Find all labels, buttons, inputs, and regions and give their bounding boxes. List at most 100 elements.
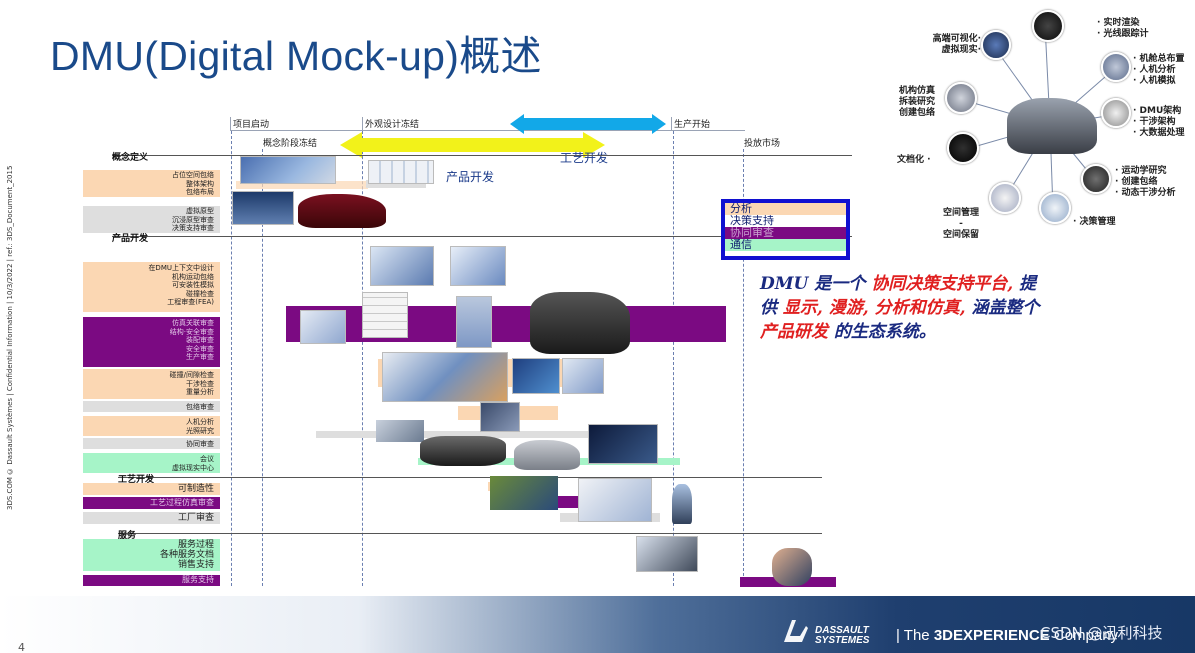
weight-screen-image <box>562 358 604 394</box>
row-block: 工艺过程仿真审查 <box>83 497 220 509</box>
footer-tagline: | The 3DEXPERIENCE Company <box>896 627 1119 644</box>
milestone-styling-freeze: 外观设计冻结 <box>365 120 420 130</box>
car-xray-image <box>530 292 630 354</box>
service-doc-image <box>636 536 698 572</box>
timeline-bar <box>286 306 726 342</box>
product-dev-label: 产品开发 <box>446 170 495 184</box>
category-concept: 概念定义 <box>112 153 149 163</box>
checklist-image <box>362 292 408 338</box>
ds-logo-icon <box>782 618 810 644</box>
row-block: 在DMU上下文中设计机构运动包络可安装性模拟碰撞检查工程审查(FEA) <box>83 262 220 312</box>
seats-image <box>420 436 506 466</box>
timeline-bar <box>316 431 606 438</box>
milestone-production-start: 生产开始 <box>674 120 711 130</box>
legend-collab: 协同审查 <box>725 227 846 239</box>
ergonomics-image <box>480 402 520 432</box>
category-line <box>112 236 852 237</box>
row-block: 虚拟原型沉浸原型审查决策支持审查 <box>83 206 220 233</box>
hub-node-visualization <box>981 30 1011 60</box>
csdn-watermark: CSDN @迅利科技 <box>1040 624 1163 642</box>
hub-node-decision <box>1039 192 1071 224</box>
hub-node-rendering <box>1032 10 1064 42</box>
axis-tick <box>230 117 231 130</box>
hub-label-cabin: · 机舱总布置· 人机分析· 人机模拟 <box>1133 54 1185 86</box>
process-sim-image <box>578 478 652 522</box>
dmu-hub-diagram: 高端可视化·虚拟现实· · 实时渲染· 光线跟踪计 · 机舱总布置· 人机分析·… <box>895 0 1195 240</box>
timeline-bar <box>366 180 426 188</box>
milestone-line <box>743 149 744 586</box>
category-line <box>118 477 822 478</box>
plant-layout-image <box>490 476 558 510</box>
row-block: 工厂审查 <box>83 512 220 524</box>
hub-label-kinematics: · 运动学研究· 创建包络· 动态干涉分析 <box>1115 166 1176 198</box>
page-title: DMU(Digital Mock-up)概述 <box>50 33 542 79</box>
category-line <box>112 155 852 156</box>
timeline-axis <box>230 130 745 131</box>
design-screen-image <box>370 246 434 286</box>
hub-label-rendering: · 实时渲染· 光线跟踪计 <box>1097 18 1149 39</box>
category-process: 工艺开发 <box>118 475 155 485</box>
hub-center-car <box>1007 98 1097 154</box>
parts-tree-image <box>456 296 492 348</box>
van-render-image <box>514 440 580 470</box>
dmu-definition-quote: DMU 是一个 协同决策支持平台, 提供 显示, 漫游, 分析和仿真, 涵盖整个… <box>760 274 1040 342</box>
milestone-concept-freeze: 概念阶段冻结 <box>263 139 318 149</box>
milestone-line <box>673 131 674 586</box>
layout-table-image <box>368 160 434 184</box>
milestone-project-start: 项目启动 <box>233 120 270 130</box>
hub-node-cabin <box>1101 52 1131 82</box>
hub-label-visualization: 高端可视化·虚拟现实· <box>932 34 981 55</box>
legend-communication: 通信 <box>725 239 846 251</box>
legend-decision: 决策支持 <box>725 215 846 227</box>
hub-node-space <box>989 182 1021 214</box>
row-block: 可制造性 <box>83 483 220 495</box>
row-block: 包络审查 <box>83 401 220 412</box>
legend-box: 分析 决策支持 协同审查 通信 <box>721 199 850 260</box>
milestone-line <box>362 131 363 586</box>
page-number: 4 <box>18 641 25 653</box>
car-render-image <box>298 194 386 228</box>
product-dev-arrow <box>340 132 605 158</box>
footer-banner <box>0 596 1195 653</box>
hub-label-decision: · 决策管理 <box>1073 217 1116 227</box>
row-block: 协同审查 <box>83 438 220 449</box>
part-screen-image <box>450 246 506 286</box>
mechanic-image <box>772 548 812 586</box>
axis-tick <box>362 117 363 130</box>
worker-image <box>672 484 692 524</box>
row-block: 服务过程各种服务文档销售支持 <box>83 539 220 571</box>
clash-screen-image <box>512 358 560 394</box>
timeline-bar <box>236 181 368 189</box>
row-block: 碰撞/间隙检查干涉检查重量分析 <box>83 369 220 399</box>
category-product: 产品开发 <box>112 234 149 244</box>
vr-room-image <box>232 191 294 225</box>
axis-tick <box>671 117 672 130</box>
row-block: 仿真关联审查结构·安全审查装配审查安全审查生产审查 <box>83 317 220 367</box>
milestone-line <box>231 131 232 586</box>
hub-label-mechanism: 机构仿真拆装研究创建包络 <box>899 86 936 118</box>
process-dev-label: 工艺开发 <box>560 151 609 165</box>
engine-assembly-image <box>382 352 508 402</box>
hub-node-documentation <box>947 132 979 164</box>
process-dev-arrow <box>510 114 666 134</box>
milestone-market-launch: 投放市场 <box>744 139 781 149</box>
row-block: 人机分析光照研究 <box>83 416 220 436</box>
concept-car-sketch-image <box>240 156 336 184</box>
milestone-line <box>262 149 263 586</box>
row-block: 占位空间包络整体架构包络布局 <box>83 170 220 197</box>
dmu-timeline-diagram: 项目启动 概念阶段冻结 外观设计冻结 生产开始 投放市场 产品开发 工艺开发 概… <box>83 114 852 587</box>
sim-screen-image <box>300 310 346 344</box>
category-line <box>118 533 822 534</box>
vr-center-image <box>588 424 658 464</box>
hub-label-architecture: · DMU架构· 干涉架构· 大数据处理 <box>1133 106 1185 138</box>
row-block: 会议虚拟现实中心 <box>83 453 220 473</box>
hub-label-documentation: 文档化 · <box>897 155 931 165</box>
category-service: 服务 <box>118 531 137 541</box>
hub-label-space: 空间管理-空间保留 <box>942 208 979 240</box>
chassis-image <box>376 420 424 442</box>
hub-node-architecture <box>1101 98 1131 128</box>
hub-node-mechanism <box>945 82 977 114</box>
hub-node-kinematics <box>1081 164 1111 194</box>
legend-analysis: 分析 <box>725 203 846 215</box>
